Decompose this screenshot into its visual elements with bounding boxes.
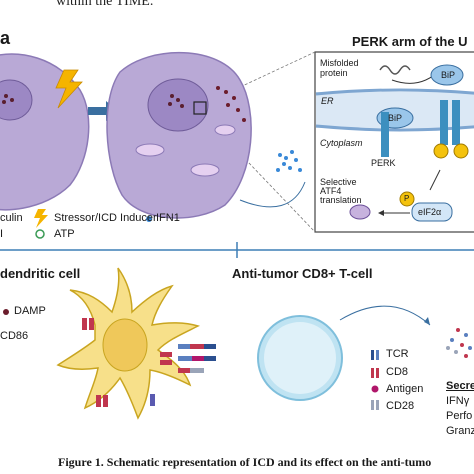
er-membrane-top [315,88,474,96]
legend-cd86: CD86 [0,330,29,342]
er-label: ER [321,96,334,106]
damp-dots [216,86,246,122]
phosphate-label: P [404,194,410,203]
legend-hmgb: I [0,228,4,240]
cd8-icon [371,368,374,378]
perk-title: PERK arm of the U [352,34,468,49]
perk-label: PERK [371,158,396,168]
legend-antigen: Antigen [386,383,424,395]
top-text: within the TIME. [56,0,154,9]
tumor-nucleus-1 [0,79,33,121]
dna-dots-1 [2,94,14,104]
caption-text: Schematic representation of ICD and its … [106,455,432,469]
dc-receptors [82,318,172,407]
arrow-ifn [239,181,306,208]
arrow-head-translation [378,210,384,216]
legend-damp: DAMP [14,305,46,317]
arrow-cell-body [88,107,106,115]
perk-receptor-right [440,100,448,145]
legend-cd8: CD8 [386,366,409,378]
tcell-inner [264,322,336,394]
selective-translation-label: Selective ATF4 translation [320,177,362,205]
figure-caption: Figure 1. Schematic representation of IC… [58,455,474,470]
mitochondria-2 [190,163,220,177]
tumor-nucleus-2 [147,78,209,132]
legend-damp-icon [3,309,9,315]
tcell-title: Anti-tumor CD8+ T-cell [232,266,373,281]
er-membrane-bottom [315,124,474,132]
tcr-icon [371,350,374,360]
synapse-receptors [178,344,216,373]
perk-receptor-right2 [452,100,460,145]
legend-ifn1: IFN1 [156,212,180,224]
secreted-item-3: Granz [446,425,474,437]
phosphate-icon-1 [433,143,449,159]
perk-receptor-left [381,112,389,157]
legend-stressor-icon [34,209,48,228]
eif2a-box [411,202,453,222]
misfolded-protein-icon [379,65,411,75]
legend-ifn1-icon [146,216,152,222]
bip-blob-1 [430,64,464,86]
dna-dots-2 [168,94,184,108]
misfolded-protein-label: Misfolded protein [320,58,359,78]
legend-atp-icon [35,229,45,239]
legend-calreticulin: culin [0,212,23,224]
stressor-lightning-icon [55,69,83,109]
caption-label: Figure 1. [58,455,104,469]
secreted-item-1: IFNγ [446,395,470,407]
mitochondria-3 [214,124,236,136]
ifn-dots-cluster [276,150,302,172]
panel-letter: a [0,28,11,48]
arrow-perk-eif2a [429,169,441,191]
zoom-square [193,101,207,115]
antigen-icon [371,385,379,393]
legend-atp: ATP [54,228,75,240]
ribosome-icon [349,204,371,220]
arrow-secreted [339,305,431,326]
legend-stressor: Stressor/ICD Inducer [54,212,157,224]
secreted-item-2: Perfo [446,410,473,422]
tumor-cell-2 [106,51,252,219]
dc-purple-receptors [150,394,155,406]
secreted-title: Secre [446,380,474,392]
secreted-dots [446,328,472,358]
cytoplasm-label: Cytoplasm [320,138,363,148]
phosphate-icon-2 [453,143,469,159]
mitochondria-1 [135,143,165,157]
cd28-icon [371,400,374,410]
phosphate-icon-3 [399,191,415,207]
legend-tcr: TCR [386,348,409,360]
legend-cd28: CD28 [386,400,415,412]
bip-label-1: BiP [441,70,456,80]
bip-label-2: BiP [388,113,403,123]
dendritic-cell-title: dendritic cell [0,266,81,281]
dendritic-nucleus [102,318,148,372]
tumor-cell-1 [0,53,90,211]
eif2a-label: eIF2α [418,207,442,217]
